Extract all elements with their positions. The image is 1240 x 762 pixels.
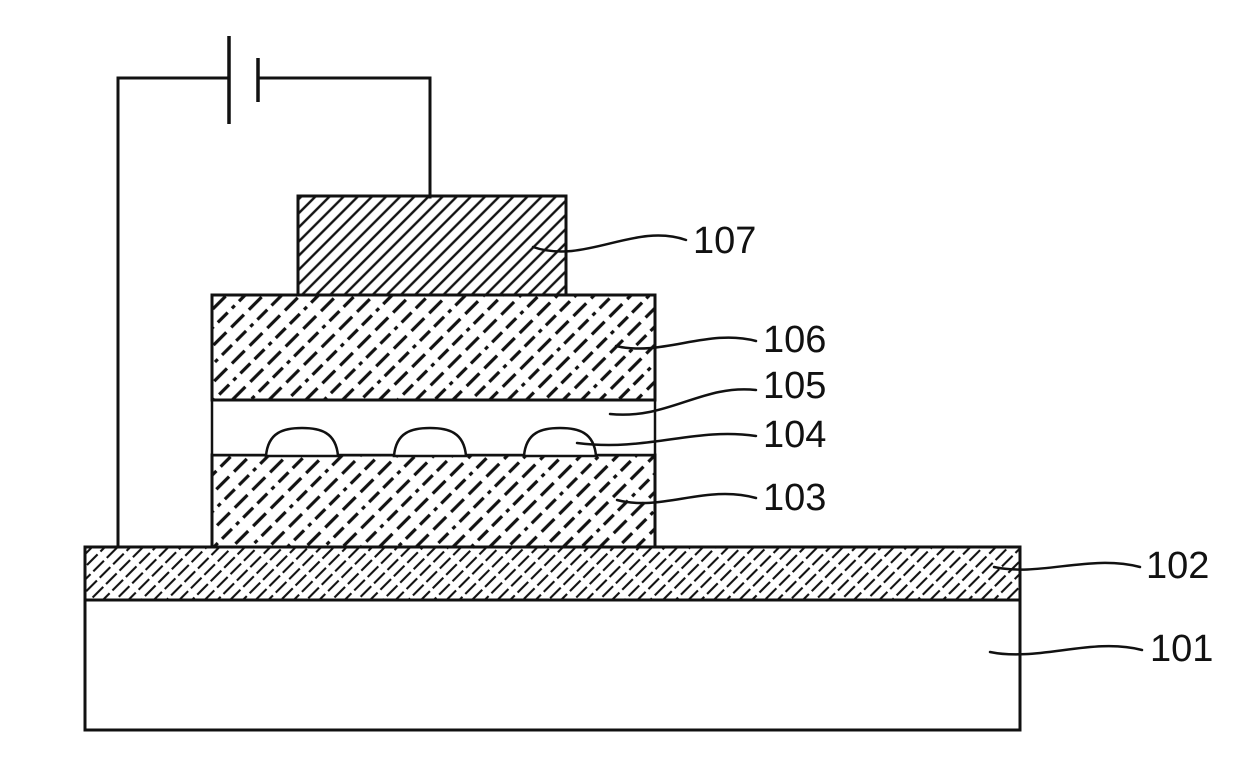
leader-line-105	[608, 388, 758, 416]
label-105: 105	[763, 365, 826, 407]
label-106: 106	[763, 319, 826, 361]
leader-line-102	[992, 561, 1142, 571]
leader-line-107	[531, 234, 688, 253]
leader-line-103	[615, 492, 758, 505]
leader-line-101	[988, 644, 1144, 656]
label-107: 107	[693, 220, 756, 262]
electrode-layer-102	[83, 545, 1022, 602]
battery-symbol	[227, 36, 260, 124]
electrode-107	[296, 194, 568, 297]
substrate-layer-101	[83, 598, 1022, 732]
label-104: 104	[763, 414, 826, 456]
wire-left	[116, 76, 231, 549]
dot-104-left	[264, 426, 340, 458]
wire-right	[256, 76, 432, 199]
leader-line-106	[614, 336, 758, 350]
dot-104-middle	[392, 426, 468, 458]
layer-106	[210, 293, 657, 402]
layer-103	[210, 453, 657, 549]
label-102: 102	[1146, 545, 1209, 587]
label-101: 101	[1150, 628, 1213, 670]
label-103: 103	[763, 477, 826, 519]
leader-line-104	[575, 432, 758, 447]
